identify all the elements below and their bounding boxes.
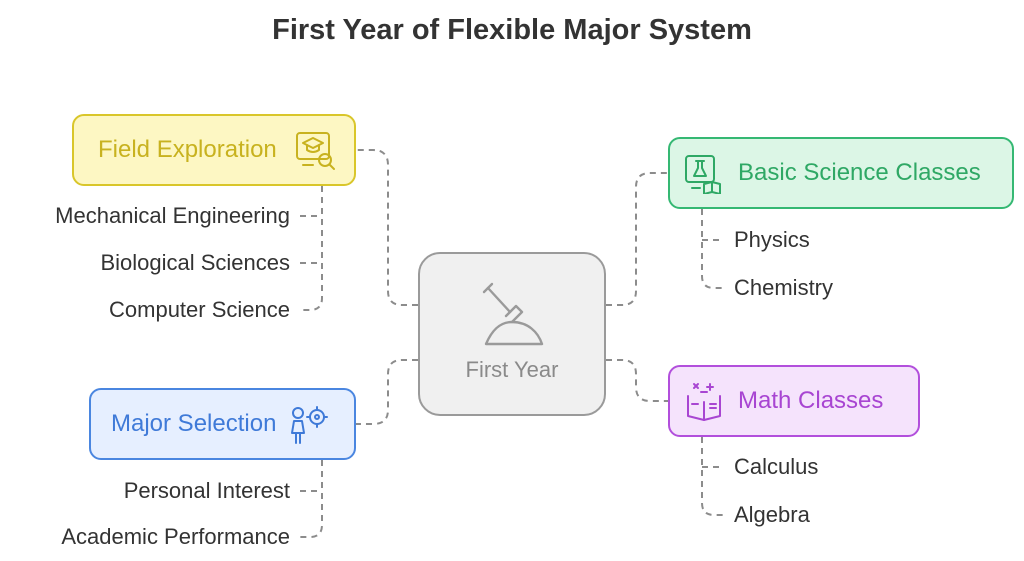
connector-major-leaves <box>300 460 323 538</box>
person-target-icon <box>288 403 329 445</box>
node-major-selection: Major Selection <box>89 388 356 460</box>
field-exploration-label: Field Exploration <box>98 136 277 163</box>
leaf-calculus: Calculus <box>734 454 819 479</box>
leaf-biological-sciences: Biological Sciences <box>100 250 290 275</box>
leaf-algebra: Algebra <box>734 502 810 527</box>
shovel-dig-icon <box>482 282 544 346</box>
connector-math-leaves <box>701 437 724 516</box>
major-selection-label: Major Selection <box>111 410 277 437</box>
leaf-physics: Physics <box>734 227 810 252</box>
math-book-icon <box>684 380 726 422</box>
leaf-academic-performance: Academic Performance <box>61 524 290 549</box>
leaf-mechanical-engineering: Mechanical Engineering <box>55 203 290 228</box>
basic-science-classes-label: Basic Science Classes <box>738 159 981 186</box>
connector-science-leaves <box>701 209 724 289</box>
connector-field-leaves <box>300 186 323 311</box>
center-label: First Year <box>465 357 559 382</box>
diagram-title: First Year of Flexible Major System <box>272 14 752 46</box>
leaf-computer-science: Computer Science <box>109 297 290 322</box>
center-node: First Year <box>418 252 606 416</box>
graduate-search-icon <box>295 129 337 171</box>
node-math-classes: Math Classes <box>668 365 920 437</box>
node-field-exploration: Field Exploration <box>72 114 356 186</box>
node-basic-science-classes: Basic Science Classes <box>668 137 1014 209</box>
connector-center-math <box>606 359 668 402</box>
connector-center-science <box>606 172 668 306</box>
flask-book-icon <box>684 152 726 194</box>
leaf-personal-interest: Personal Interest <box>123 478 290 503</box>
connector-center-major <box>356 359 418 425</box>
connector-center-field <box>356 149 418 306</box>
leaf-chemistry: Chemistry <box>734 275 834 300</box>
math-classes-label: Math Classes <box>738 387 884 414</box>
